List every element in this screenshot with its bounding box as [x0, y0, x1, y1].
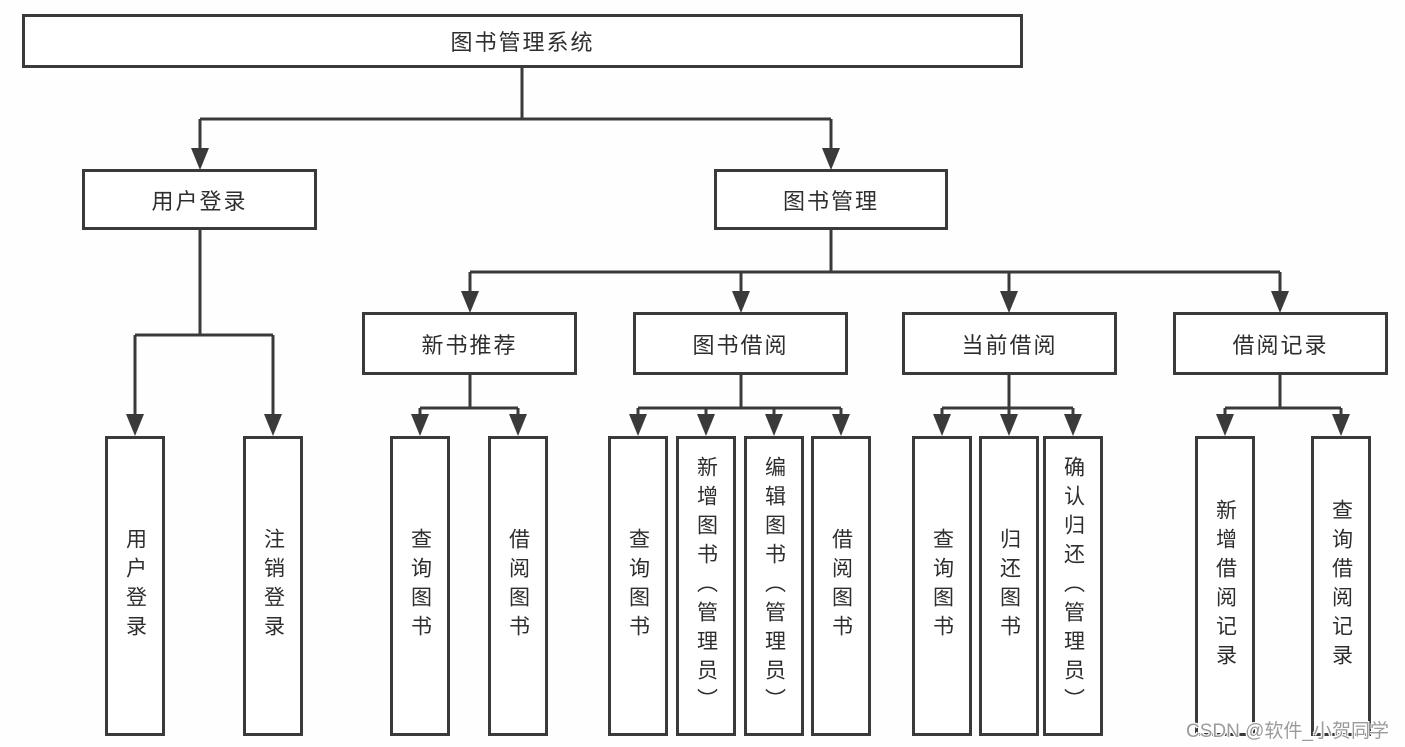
- leaf-borrow-books-recommend: 借阅图书: [488, 436, 548, 736]
- node-new-book-recommendation: 新书推荐: [362, 312, 577, 375]
- leaf-add-borrow-record: 新增借阅记录: [1195, 436, 1255, 736]
- node-book-borrowing: 图书借阅: [633, 312, 848, 375]
- node-user-login: 用户登录: [82, 169, 317, 230]
- leaf-edit-book-admin: 编辑图书（管理员）: [744, 436, 804, 736]
- node-current-borrowing: 当前借阅: [902, 312, 1117, 375]
- leaf-add-book-admin: 新增图书（管理员）: [676, 436, 736, 736]
- leaf-query-borrow-record: 查询借阅记录: [1311, 436, 1371, 736]
- leaf-borrow-books: 借阅图书: [811, 436, 871, 736]
- leaf-query-books-recommend: 查询图书: [390, 436, 450, 736]
- node-library-system: 图书管理系统: [22, 14, 1023, 68]
- watermark-text: CSDN @软件_小贺同学: [1186, 721, 1389, 742]
- node-borrowing-records: 借阅记录: [1173, 312, 1388, 375]
- leaf-logout: 注销登录: [243, 436, 303, 736]
- leaf-query-books-current: 查询图书: [912, 436, 972, 736]
- node-book-management: 图书管理: [714, 169, 948, 230]
- leaf-return-book: 归还图书: [979, 436, 1039, 736]
- leaf-confirm-return-admin: 确认归还（管理员）: [1043, 436, 1103, 736]
- leaf-user-login: 用户登录: [105, 436, 165, 736]
- leaf-query-books-borrow: 查询图书: [608, 436, 668, 736]
